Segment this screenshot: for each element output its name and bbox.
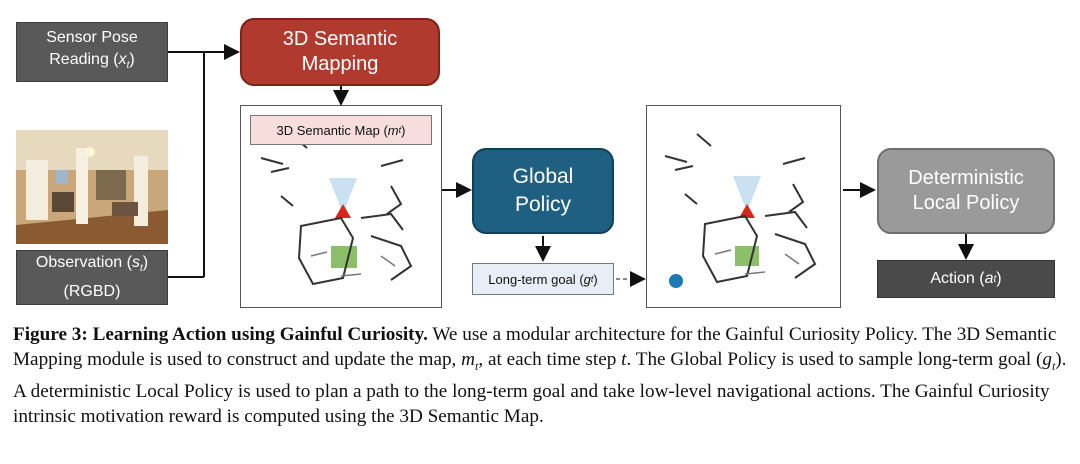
action-label: Action <box>930 270 975 287</box>
goal-map-panel <box>646 105 841 308</box>
sensor-pose-box: Sensor Pose Reading (xt) <box>16 22 168 82</box>
observation-rgb-image <box>16 130 168 244</box>
sensor-pose-var: x <box>118 50 127 68</box>
observation-line2: (RGBD) <box>63 282 121 300</box>
caption-text-1: We use a modular architecture for the Ga… <box>13 324 1057 370</box>
global-policy-line2: Policy <box>514 193 572 216</box>
figure-caption: Figure 3: Learning Action using Gainful … <box>13 322 1069 429</box>
agent-marker-icon <box>335 204 351 218</box>
semantic-mapping-line1: 3D Semantic <box>282 28 398 50</box>
sensor-pose-sub: t <box>126 60 130 72</box>
caption-m-var: m <box>461 349 476 370</box>
local-policy-box: Deterministic Local Policy <box>877 148 1055 234</box>
observation-sub: t <box>139 263 143 275</box>
caption-t-var: t <box>621 349 627 370</box>
sensor-pose-line2: Reading <box>49 50 109 68</box>
caption-figure-label: Figure 3: <box>13 324 88 345</box>
action-sub: t <box>993 273 997 285</box>
caption-text-2: , at each time step <box>478 349 617 370</box>
semantic-map-label-text: 3D Semantic Map <box>276 122 380 138</box>
semantic-mapping-line2: Mapping <box>301 53 379 75</box>
goal-sub: t <box>590 274 594 284</box>
semantic-map-var: m <box>387 122 399 138</box>
semantic-map-sub: t <box>398 125 402 135</box>
caption-text-4: ). A deterministic Local Policy is used … <box>13 349 1067 427</box>
action-var: a <box>984 270 994 287</box>
global-policy-line1: Global <box>512 165 574 188</box>
observation-line1: Observation <box>35 254 123 272</box>
caption-g-var: g <box>1042 349 1052 370</box>
long-term-goal-text: Long-term goal <box>488 271 576 287</box>
caption-text-3: . The Global Policy is used to sample lo… <box>626 349 1043 370</box>
observation-line1-row: Observation (st) <box>35 254 149 275</box>
local-policy-line1: Deterministic <box>908 167 1024 189</box>
goal-var: g <box>583 271 591 287</box>
caption-title: Learning Action using Gainful Curiosity. <box>92 324 428 345</box>
observation-rgb-drawing <box>16 130 168 244</box>
goal-map-drawing <box>664 133 817 288</box>
observation-var: s <box>131 254 140 272</box>
connector-layer <box>168 44 974 287</box>
local-policy-line2: Local Policy <box>912 192 1020 214</box>
goal-dot-icon <box>669 274 683 288</box>
observation-box: Observation (st) (RGBD) <box>16 250 168 305</box>
semantic-mapping-box: 3D Semantic Mapping <box>240 18 440 86</box>
agent-marker-icon-2 <box>739 204 755 218</box>
sensor-pose-line2-row: Reading (xt) <box>49 50 135 72</box>
caption-m-sub: t <box>475 358 479 373</box>
caption-g-sub: t <box>1051 358 1056 373</box>
sensor-pose-line1: Sensor Pose <box>46 28 138 46</box>
global-policy-box: Global Policy <box>472 148 614 234</box>
